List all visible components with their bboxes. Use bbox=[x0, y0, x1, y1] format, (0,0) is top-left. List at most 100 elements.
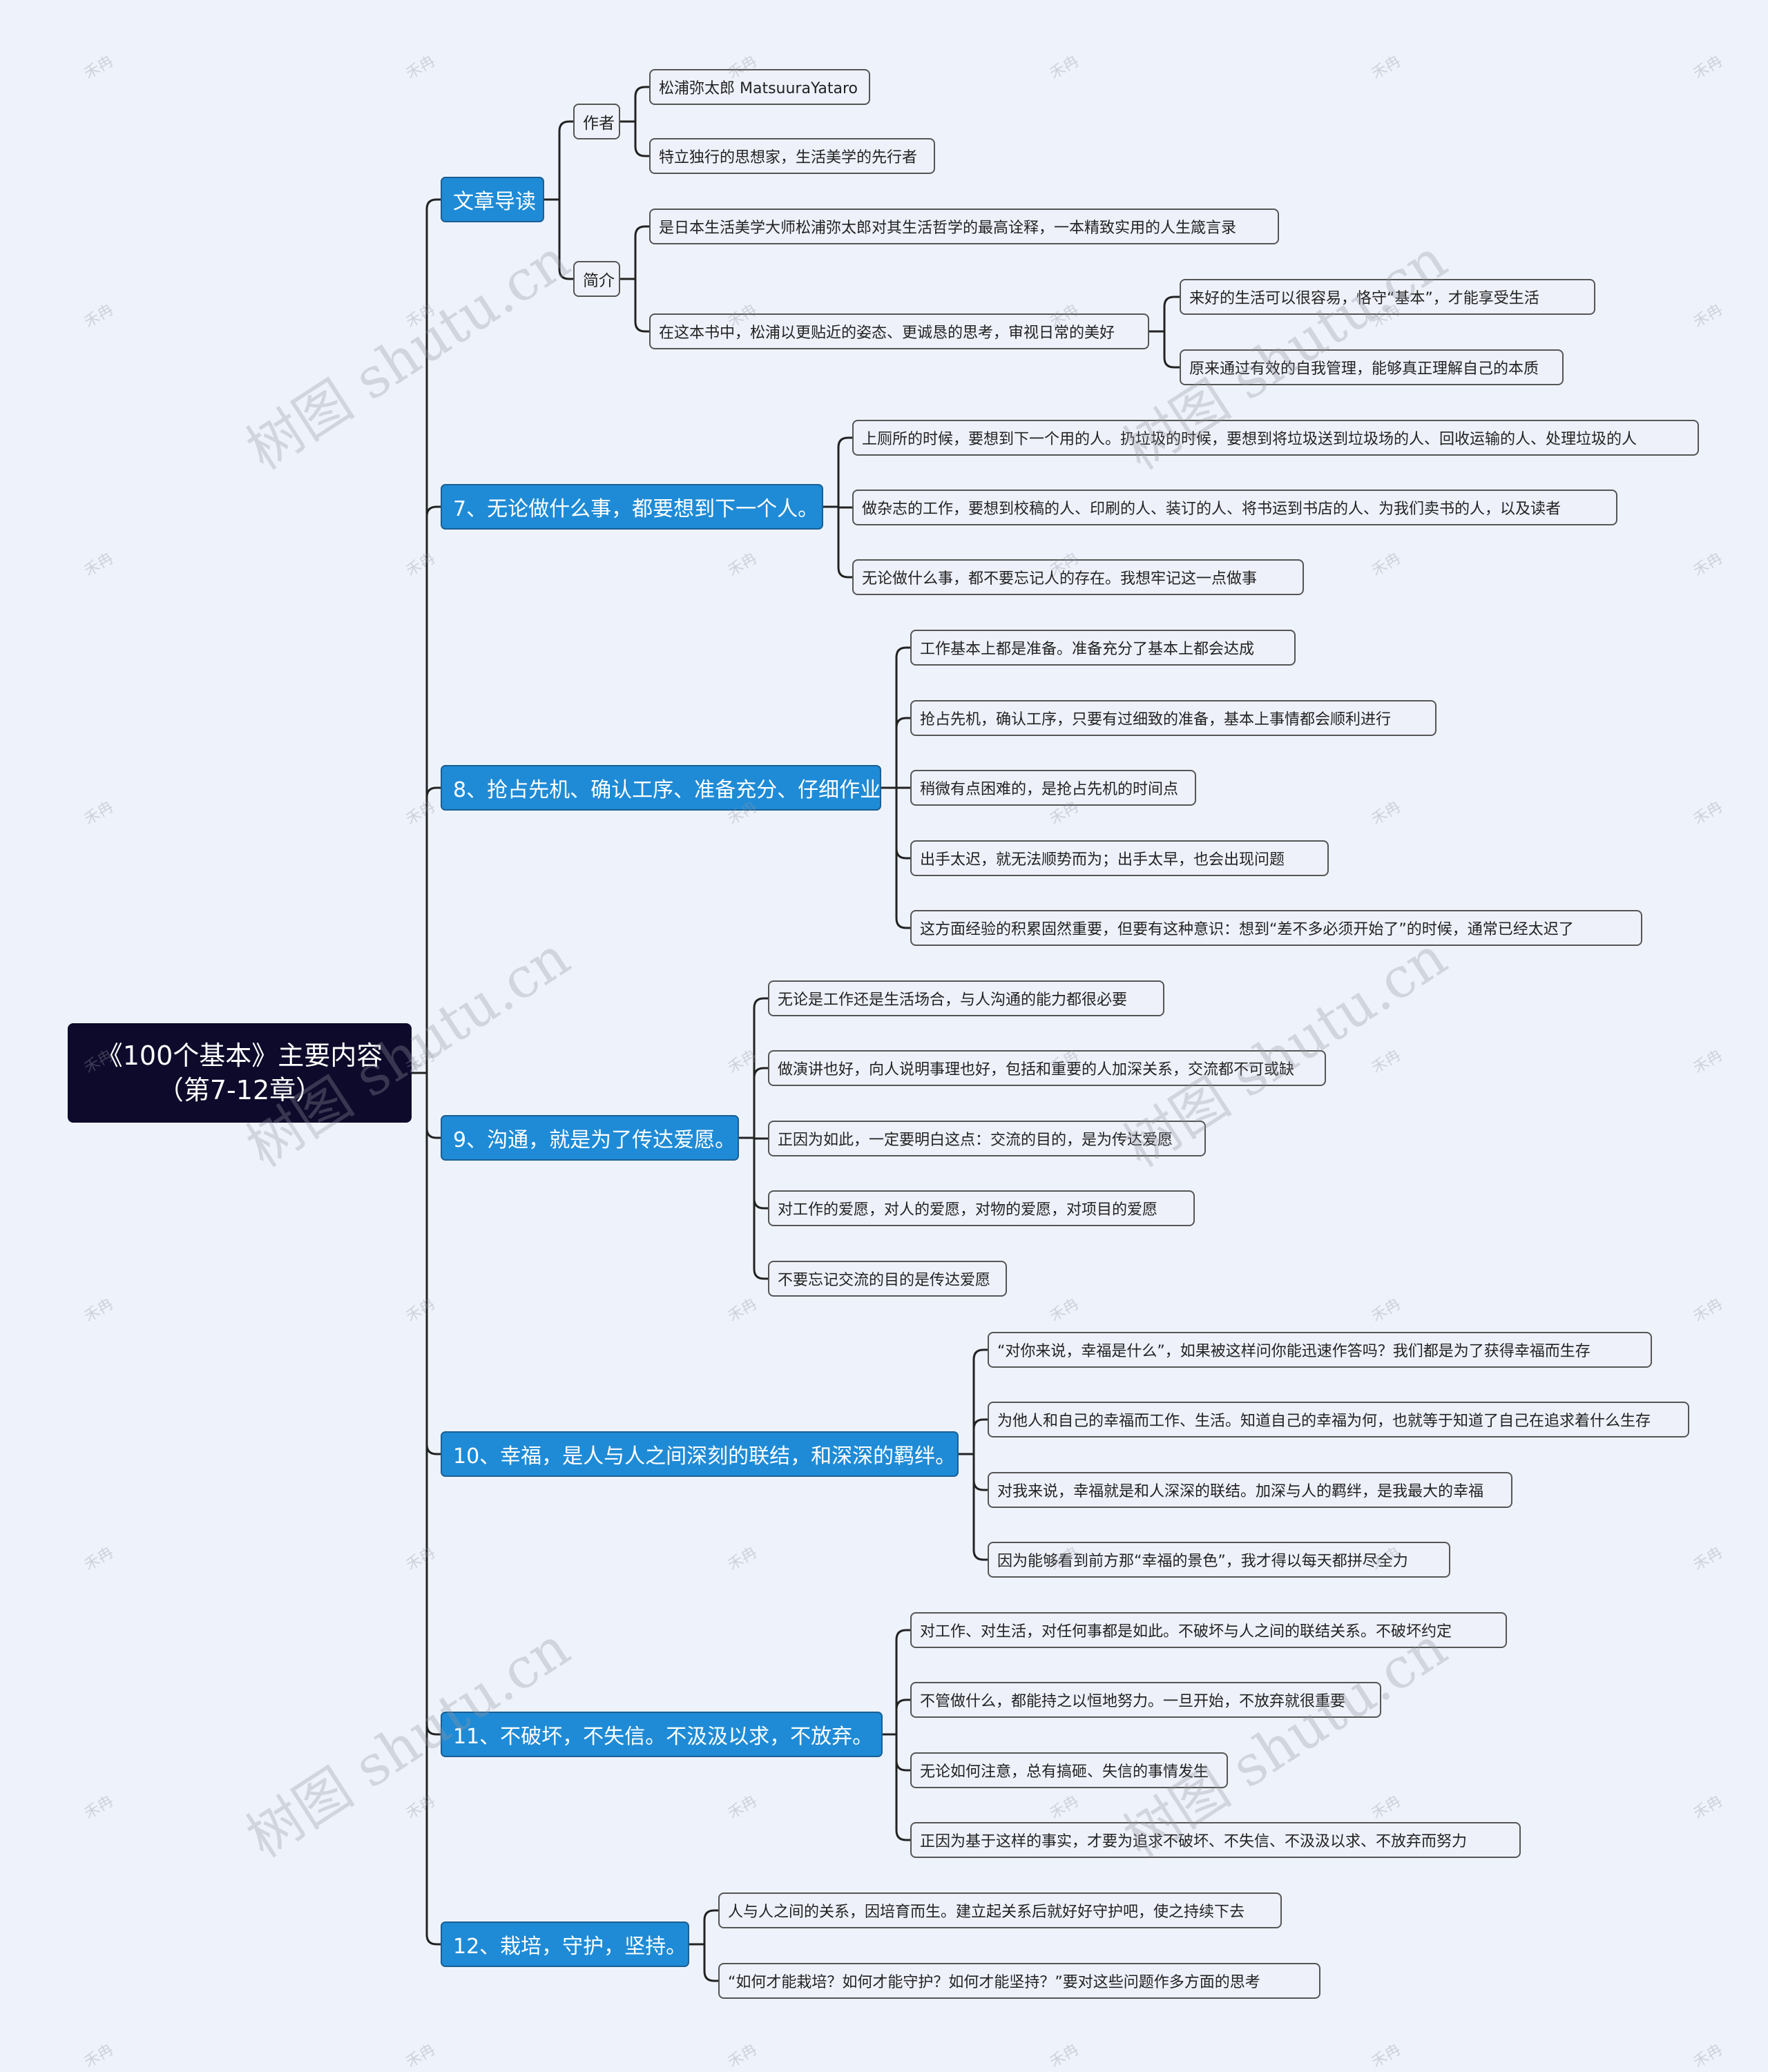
leaf-label: 为他人和自己的幸福而工作、生活。知道自己的幸福为何，也就等于知道了自己在追求着什… bbox=[997, 1413, 1651, 1430]
connector-line bbox=[703, 1943, 720, 1982]
leaf-topic[interactable]: 工作基本上都是准备。准备充分了基本上都会达成 bbox=[910, 630, 1296, 666]
leaf-topic[interactable]: 对我来说，幸福就是和人深深的联结。加深与人的羁绊，是我最大的幸福 bbox=[988, 1472, 1512, 1508]
leaf-topic[interactable]: 稍微有点困难的，是抢占先机的时间点 bbox=[910, 770, 1196, 806]
leaf-topic[interactable]: 做演讲也好，向人说明事理也好，包括和重要的人加深关系，交流都不可或缺 bbox=[768, 1050, 1326, 1086]
leaf-topic[interactable]: 为他人和自己的幸福而工作、生活。知道自己的幸福为何，也就等于知道了自己在追求着什… bbox=[988, 1402, 1689, 1437]
leaf-label: 正因为基于这样的事实，才要为追求不破坏、不失信、不汲汲以求、不放弃而努力 bbox=[920, 1833, 1468, 1850]
leaf-topic[interactable]: 做杂志的工作，要想到校稿的人、印刷的人、装订的人、将书运到书店的人、为我们卖书的… bbox=[852, 490, 1617, 525]
connector-line bbox=[972, 1453, 989, 1561]
connector-line bbox=[895, 1698, 912, 1736]
leaf-topic[interactable]: 来好的生活可以很容易，恪守“基本”，才能享受生活 bbox=[1180, 279, 1595, 315]
leaf-label: 对工作、对生活，对任何事都是如此。不破坏与人之间的联结关系。不破坏约定 bbox=[920, 1623, 1452, 1640]
leaf-label: 对工作的爱愿，对人的爱愿，对物的爱愿，对项目的爱愿 bbox=[778, 1201, 1158, 1219]
leaf-label: 工作基本上都是准备。准备充分了基本上都会达成 bbox=[920, 641, 1255, 658]
leaf-topic[interactable]: 正因为如此，一定要明白这点：交流的目的，是为传达爱愿 bbox=[768, 1121, 1206, 1156]
leaf-topic[interactable]: “对你来说，幸福是什么”，如果被这样问你能迅速作答吗？我们都是为了获得幸福而生存 bbox=[988, 1332, 1652, 1368]
leaf-label: 不要忘记交流的目的是传达爱愿 bbox=[778, 1272, 991, 1289]
connector-line bbox=[895, 786, 912, 929]
leaf-topic[interactable]: 在这本书中，松浦以更贴近的姿态、更诚恳的思考，审视日常的美好 bbox=[649, 313, 1149, 349]
connector-line bbox=[895, 1629, 912, 1736]
leaf-label: 是日本生活美学大师松浦弥太郎对其生活哲学的最高诠释，一本精致实用的人生箴言录 bbox=[659, 220, 1237, 237]
leaf-label: 因为能够看到前方那“幸福的景色”，我才得以每天都拼尽全力 bbox=[997, 1553, 1408, 1570]
leaf-label: “对你来说，幸福是什么”，如果被这样问你能迅速作答吗？我们都是为了获得幸福而生存 bbox=[997, 1343, 1591, 1360]
connector-line bbox=[1163, 296, 1181, 333]
connector-line bbox=[895, 1733, 912, 1841]
subtopic-label: 作者 bbox=[583, 115, 615, 133]
connector-line bbox=[895, 646, 912, 789]
leaf-label: 人与人之间的关系，因培育而生。建立起关系后就好好守护吧，使之持续下去 bbox=[728, 1904, 1245, 1921]
connector-line bbox=[753, 1136, 769, 1280]
branch-topic[interactable]: 11、不破坏，不失信。不汲汲以求，不放弃。 bbox=[441, 1712, 883, 1757]
connector-line bbox=[972, 1348, 989, 1455]
leaf-topic[interactable]: 正因为基于这样的事实，才要为追求不破坏、不失信、不汲汲以求、不放弃而努力 bbox=[910, 1822, 1521, 1858]
leaf-label: 稍微有点困难的，是抢占先机的时间点 bbox=[920, 781, 1179, 798]
leaf-topic[interactable]: 原来通过有效的自我管理，能够真正理解自己的本质 bbox=[1180, 349, 1564, 385]
branch-topic[interactable]: 12、栽培，守护，坚持。 bbox=[441, 1921, 689, 1967]
leaf-topic[interactable]: 不管做什么，都能持之以恒地努力。一旦开始，不放弃就很重要 bbox=[910, 1682, 1381, 1718]
leaf-label: 上厕所的时候，要想到下一个用的人。扔垃圾的时候，要想到将垃圾送到垃圾场的人、回收… bbox=[862, 431, 1637, 448]
connector-line bbox=[425, 1072, 442, 1139]
leaf-label: 原来通过有效的自我管理，能够真正理解自己的本质 bbox=[1189, 360, 1539, 378]
leaf-label: 松浦弥太郎 MatsuuraYataro bbox=[659, 80, 858, 97]
branch-topic[interactable]: 8、抢占先机、确认工序、准备充分、仔细作业 bbox=[441, 765, 881, 811]
branch-topic[interactable]: 文章导读 bbox=[441, 177, 544, 222]
leaf-topic[interactable]: 出手太迟，就无法顺势而为；出手太早，也会出现问题 bbox=[910, 840, 1329, 876]
connector-line bbox=[634, 278, 651, 333]
connector-line bbox=[425, 786, 442, 1074]
leaf-topic[interactable]: 这方面经验的积累固然重要，但要有这种意识：想到“差不多必须开始了”的时候，通常已… bbox=[910, 910, 1642, 946]
leaf-label: 抢占先机，确认工序，只要有过细致的准备，基本上事情都会顺利进行 bbox=[920, 711, 1392, 728]
leaf-label: 不管做什么，都能持之以恒地努力。一旦开始，不放弃就很重要 bbox=[920, 1693, 1346, 1710]
branch-label: 11、不破坏，不失信。不汲汲以求，不放弃。 bbox=[453, 1725, 874, 1749]
leaf-topic[interactable]: 因为能够看到前方那“幸福的景色”，我才得以每天都拼尽全力 bbox=[988, 1542, 1450, 1578]
leaf-topic[interactable]: 特立独行的思想家，生活美学的先行者 bbox=[649, 138, 935, 174]
leaf-label: 来好的生活可以很容易，恪守“基本”，才能享受生活 bbox=[1189, 290, 1539, 307]
connector-line bbox=[837, 436, 854, 508]
leaf-topic[interactable]: 无论如何注意，总有搞砸、失信的事情发生 bbox=[910, 1752, 1228, 1788]
branch-topic[interactable]: 10、幸福，是人与人之间深刻的联结，和深深的羁绊。 bbox=[441, 1431, 959, 1477]
connector-line bbox=[425, 198, 442, 1074]
leaf-topic[interactable]: 对工作、对生活，对任何事都是如此。不破坏与人之间的联结关系。不破坏约定 bbox=[910, 1612, 1507, 1648]
leaf-topic[interactable]: 无论是工作还是生活场合，与人沟通的能力都很必要 bbox=[768, 980, 1164, 1016]
connector-line bbox=[634, 225, 651, 280]
connector-line bbox=[972, 1418, 989, 1455]
leaf-topic[interactable]: 是日本生活美学大师松浦弥太郎对其生活哲学的最高诠释，一本精致实用的人生箴言录 bbox=[649, 209, 1279, 244]
connector-line bbox=[753, 1136, 769, 1210]
leaf-topic[interactable]: 松浦弥太郎 MatsuuraYataro bbox=[649, 69, 870, 105]
leaf-topic[interactable]: 抢占先机，确认工序，只要有过细致的准备，基本上事情都会顺利进行 bbox=[910, 700, 1436, 736]
connector-line bbox=[425, 505, 442, 1074]
connector-line bbox=[703, 1909, 720, 1946]
leaf-label: 对我来说，幸福就是和人深深的联结。加深与人的羁绊，是我最大的幸福 bbox=[997, 1483, 1484, 1500]
subtopic-label: 简介 bbox=[583, 272, 615, 290]
connector-line bbox=[558, 198, 575, 280]
connector-line bbox=[895, 717, 912, 789]
subtopic-intro[interactable]: 简介 bbox=[573, 261, 620, 297]
branch-label: 9、沟通，就是为了传达爱愿。 bbox=[453, 1128, 736, 1152]
leaf-label: 无论如何注意，总有搞砸、失信的事情发生 bbox=[920, 1763, 1209, 1781]
root-title-line1: 《100个基本》主要内容 bbox=[96, 1040, 383, 1071]
branch-topic[interactable]: 9、沟通，就是为了传达爱愿。 bbox=[441, 1115, 739, 1161]
root-topic[interactable]: 《100个基本》主要内容 （第7-12章） bbox=[68, 1023, 412, 1123]
root-title-line2: （第7-12章） bbox=[157, 1075, 323, 1105]
connector-line bbox=[425, 1072, 442, 1736]
connector-line bbox=[634, 120, 651, 157]
branch-label: 7、无论做什么事，都要想到下一个人。 bbox=[453, 497, 819, 521]
leaf-label: 在这本书中，松浦以更贴近的姿态、更诚恳的思考，审视日常的美好 bbox=[659, 325, 1115, 342]
leaf-topic[interactable]: 人与人之间的关系，因培育而生。建立起关系后就好好守护吧，使之持续下去 bbox=[718, 1892, 1282, 1928]
connector-line bbox=[1163, 330, 1181, 369]
connector-line bbox=[837, 505, 854, 579]
branch-label: 10、幸福，是人与人之间深刻的联结，和深深的羁绊。 bbox=[453, 1444, 957, 1469]
leaf-topic[interactable]: 上厕所的时候，要想到下一个用的人。扔垃圾的时候，要想到将垃圾送到垃圾场的人、回收… bbox=[852, 420, 1699, 456]
leaf-topic[interactable]: 不要忘记交流的目的是传达爱愿 bbox=[768, 1261, 1007, 1297]
leaf-label: 做杂志的工作，要想到校稿的人、印刷的人、装订的人、将书运到书店的人、为我们卖书的… bbox=[862, 501, 1562, 518]
connector-line bbox=[972, 1453, 989, 1491]
subtopic-author[interactable]: 作者 bbox=[573, 104, 620, 139]
connector-line bbox=[895, 1733, 912, 1772]
branch-topic[interactable]: 7、无论做什么事，都要想到下一个人。 bbox=[441, 484, 823, 530]
connector-line bbox=[895, 786, 912, 860]
leaf-topic[interactable]: 对工作的爱愿，对人的爱愿，对物的爱愿，对项目的爱愿 bbox=[768, 1190, 1195, 1226]
leaf-topic[interactable]: 无论做什么事，都不要忘记人的存在。我想牢记这一点做事 bbox=[852, 559, 1304, 595]
connector-line bbox=[425, 1072, 442, 1946]
leaf-topic[interactable]: “如何才能栽培？如何才能守护？如何才能坚持？”要对这些问题作多方面的思考 bbox=[718, 1963, 1320, 1999]
